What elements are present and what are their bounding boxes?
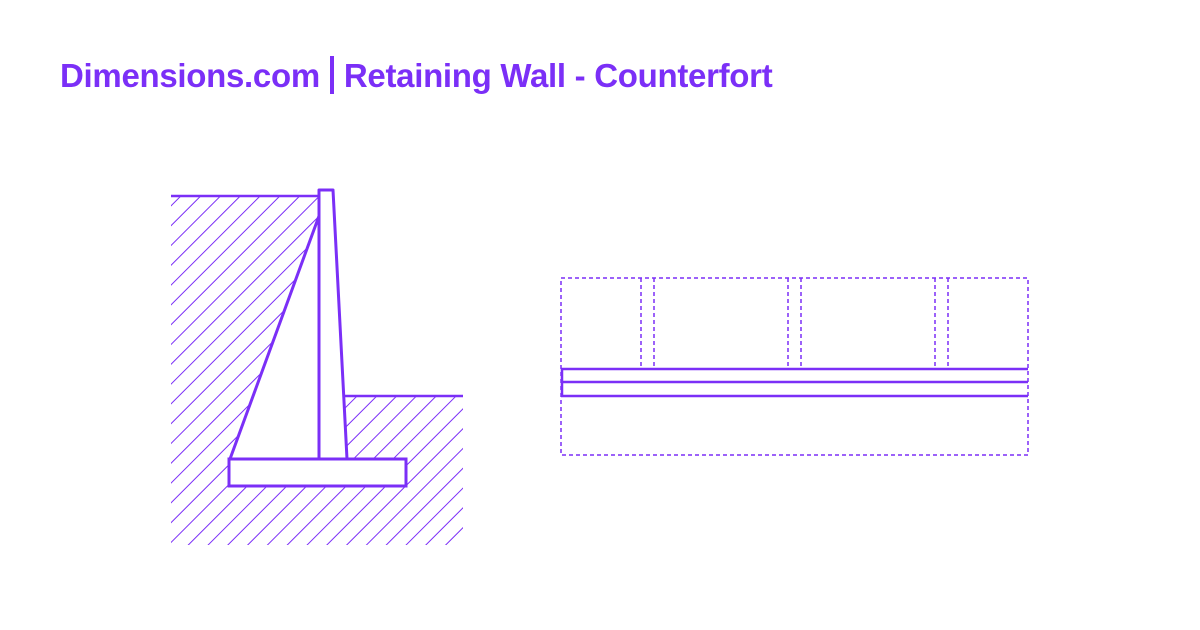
counterfort-dashed-lines	[640, 278, 949, 369]
page-title: Dimensions.com Retaining Wall - Counterfo…	[60, 56, 773, 95]
title-separator	[329, 56, 334, 94]
drawing-title: Retaining Wall - Counterfort	[343, 57, 773, 94]
wall-plan-lines	[560, 367, 1028, 398]
section-view	[171, 188, 463, 545]
wall-stem	[317, 188, 349, 461]
brand-name: Dimensions.com	[60, 57, 320, 94]
footing	[227, 457, 408, 488]
footing-outline-dashed	[560, 277, 1029, 456]
plan-view	[560, 277, 1029, 456]
